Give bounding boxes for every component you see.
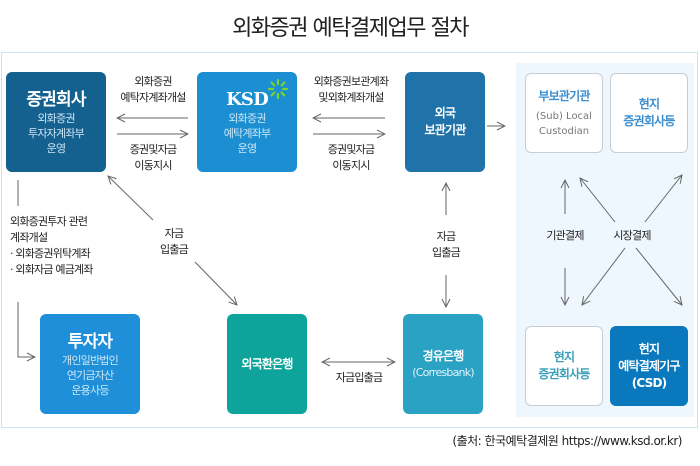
node-line: 현지 xyxy=(553,350,575,364)
node-line: 증권회사등 xyxy=(623,114,675,128)
node-line: 외화증권 xyxy=(228,111,266,125)
ksd-star-icon xyxy=(267,78,289,100)
node-line: 외국 xyxy=(434,106,456,120)
arrow-market-down-left xyxy=(582,247,626,305)
node-line: 현지 xyxy=(638,97,660,111)
node-line: 연기금자산 xyxy=(66,368,114,382)
node-local-broker-bottom: 현지 증권회사등 xyxy=(525,326,603,406)
node-title: 투자자 xyxy=(67,331,113,352)
node-local-broker-top: 현지 증권회사등 xyxy=(610,73,688,153)
node-line: 예탁계좌부 xyxy=(223,126,271,140)
node-line: 외화증권 xyxy=(37,111,75,125)
node-fx-bank: 외국환은행 xyxy=(227,314,307,414)
label-market-settle: 시장결제 xyxy=(613,229,651,242)
node-line: 예탁결제기구 xyxy=(618,358,680,373)
node-line: 투자자계좌부 xyxy=(28,126,85,140)
node-title: 증권회사 xyxy=(26,89,86,110)
node-line: (Sub) Local xyxy=(536,110,592,122)
arrow-market-up-right xyxy=(644,175,682,223)
arrow-sf-to-investor xyxy=(17,302,35,357)
node-line: 운영 xyxy=(237,141,257,155)
arrow-market-down-right xyxy=(635,247,682,305)
node-investor: 투자자 개인일반법인 연기금자산 운용사등 xyxy=(40,314,140,414)
node-foreign-custodian: 외국 보관기관 xyxy=(405,72,485,172)
node-line: 보관기관 xyxy=(424,123,467,137)
node-line: 증권회사등 xyxy=(538,367,590,381)
node-sub: (Corresbank) xyxy=(412,366,474,379)
node-ksd: KSD 외화증권 예탁계좌부 운영 xyxy=(197,72,297,172)
arrow-market-up-left xyxy=(580,178,616,223)
source-note: (출처: 한국예탁결제원 https://www.ksd.or.kr) xyxy=(452,434,682,448)
node-line: 개인일반법인 xyxy=(62,353,119,367)
node-line: 운영 xyxy=(46,141,66,155)
node-corres-bank: 경유은행 (Corresbank) xyxy=(403,314,483,414)
arrow-to-sf-diag xyxy=(108,176,154,221)
node-title: 외국환은행 xyxy=(241,356,293,371)
node-sub-custodian: 부보관기관 (Sub) Local Custodian xyxy=(525,73,603,153)
node-line: 현지 xyxy=(638,341,660,356)
node-line: (CSD) xyxy=(631,375,667,390)
node-line: 운용사등 xyxy=(71,383,109,397)
node-securities-firm: 증권회사 외화증권 투자자계좌부 운영 xyxy=(6,72,106,172)
label-fx-corres: 자금입출금 xyxy=(335,371,383,384)
node-local-csd: 현지 예탁결제기구 (CSD) xyxy=(610,326,688,406)
ksd-logo: KSD xyxy=(226,88,269,110)
node-title: 부보관기관 xyxy=(538,88,590,103)
label-inst-settle: 기관결제 xyxy=(546,229,584,242)
arrow-to-fxbank-diag xyxy=(194,261,237,305)
node-line: Custodian xyxy=(538,125,590,137)
node-title: 경유은행 xyxy=(422,349,465,363)
page-title: 외화증권 예탁결제업무 절차 xyxy=(232,16,469,41)
